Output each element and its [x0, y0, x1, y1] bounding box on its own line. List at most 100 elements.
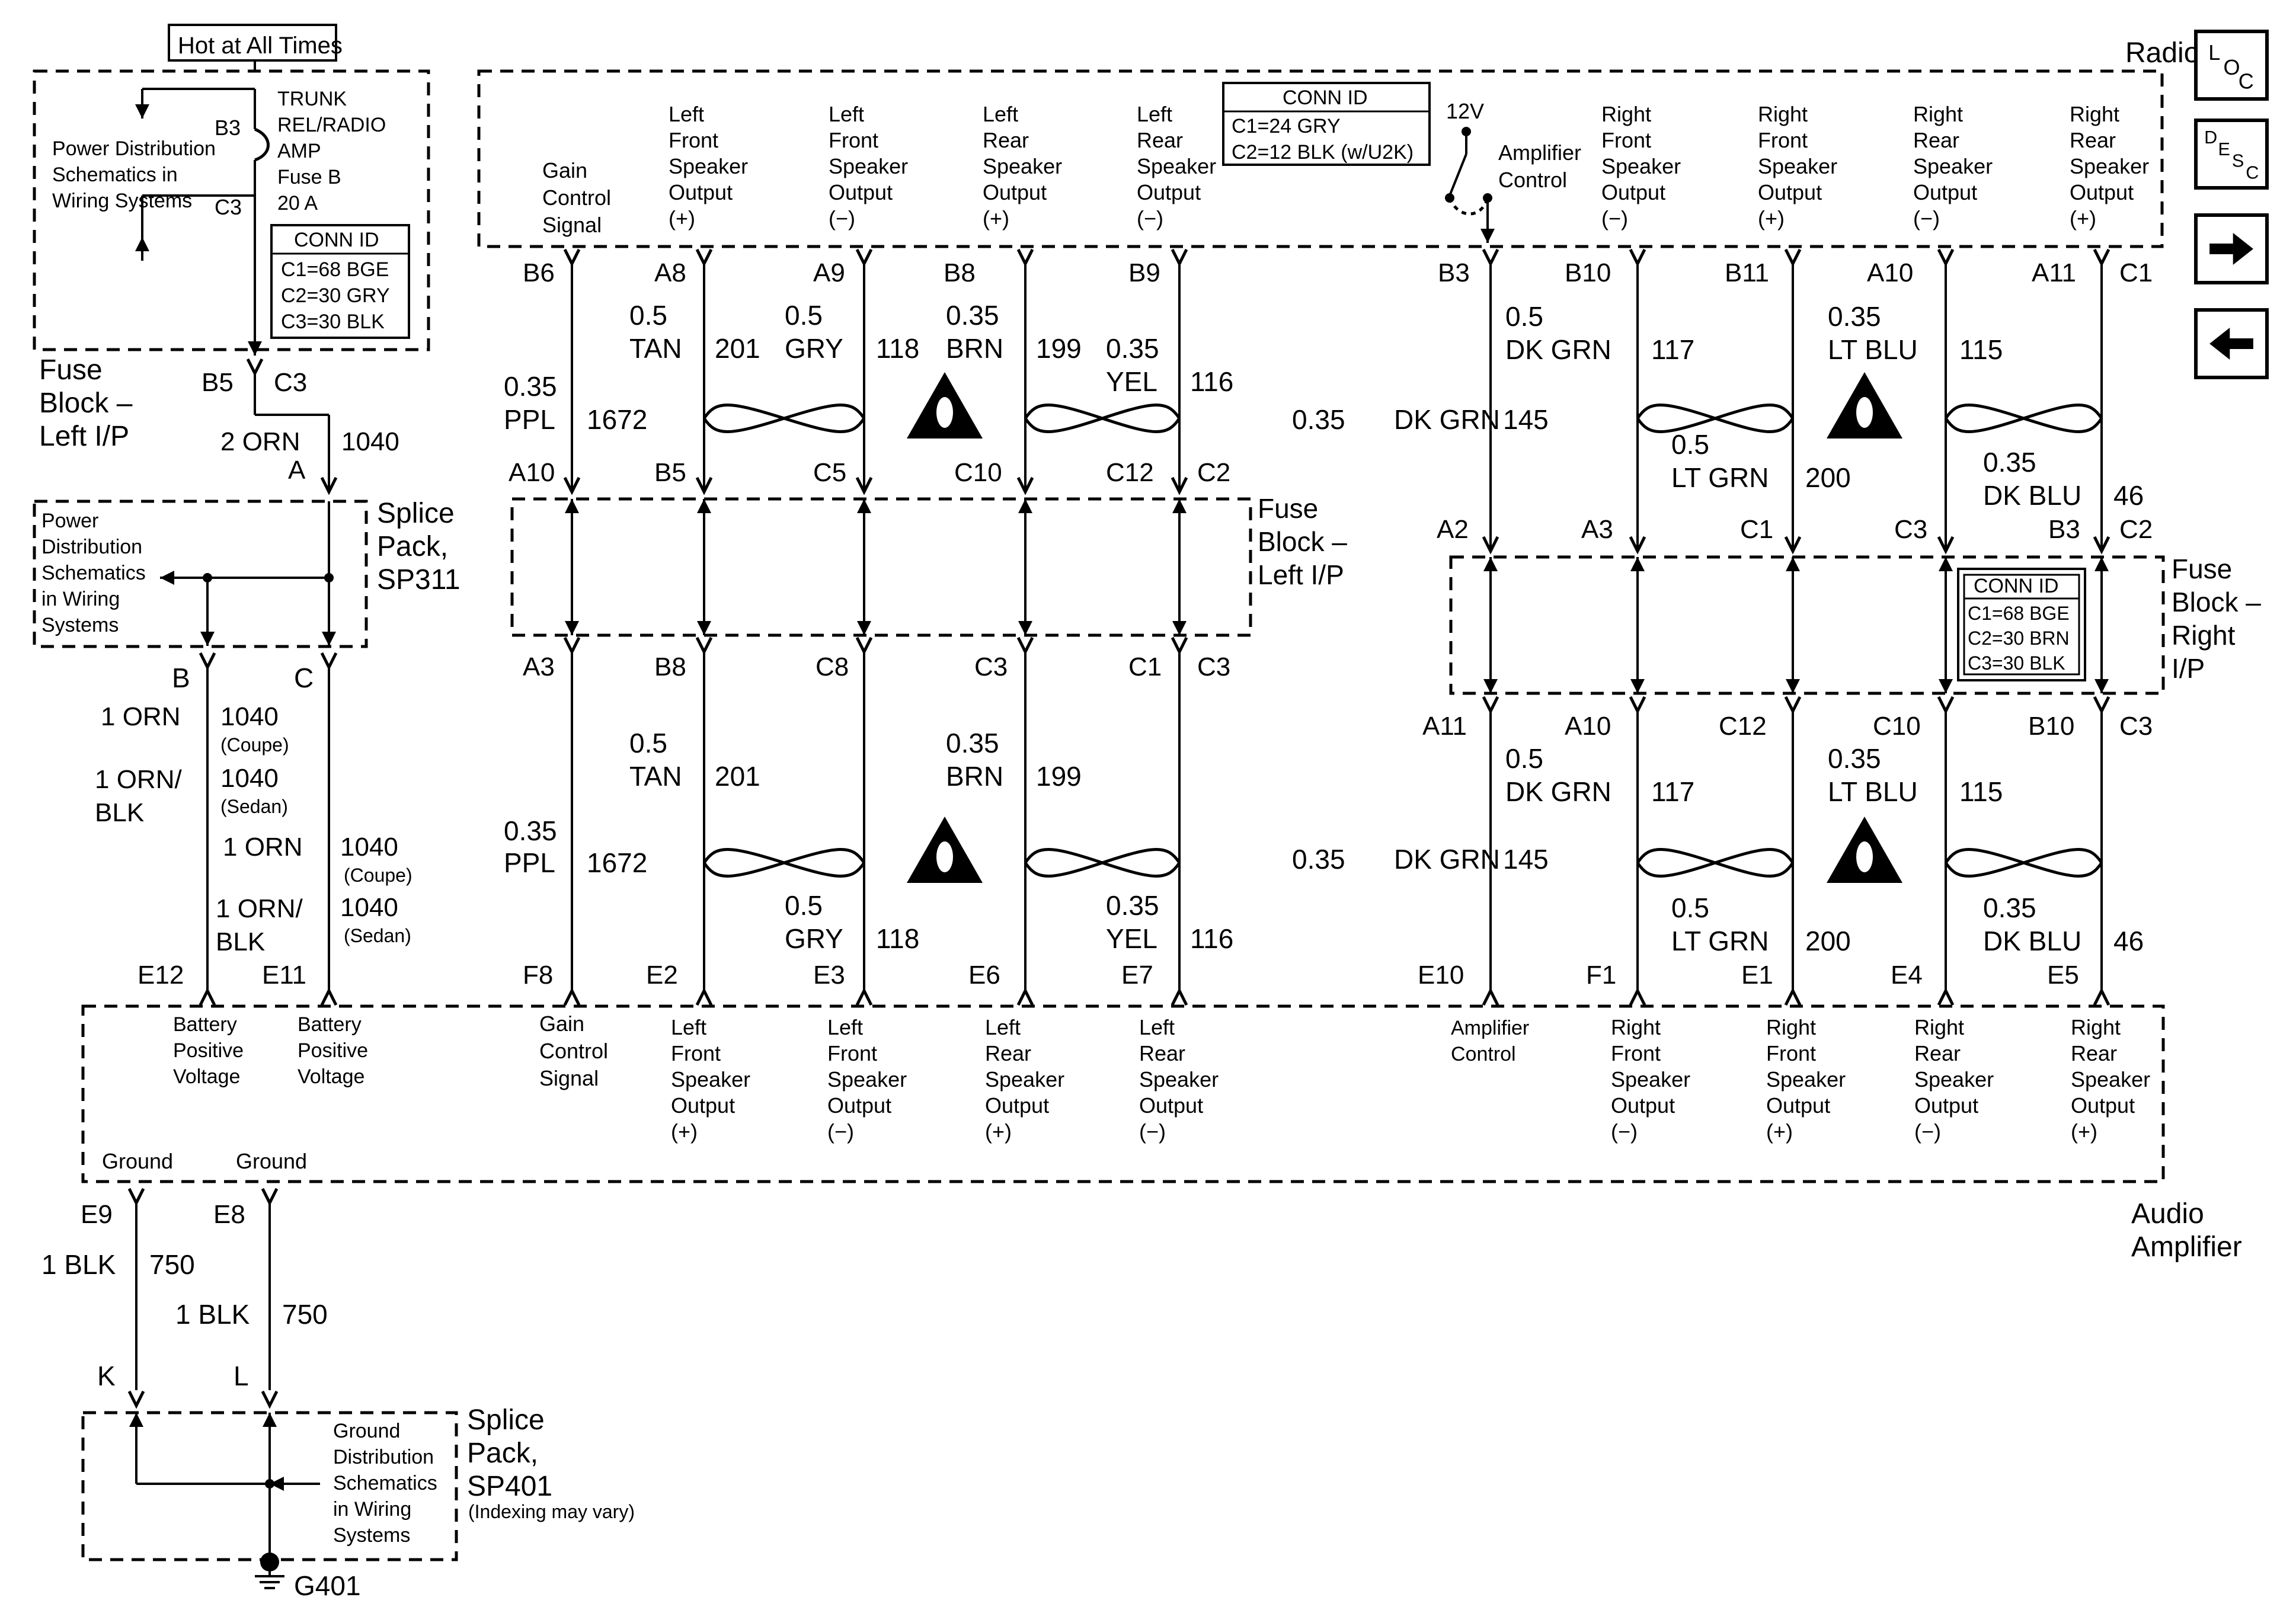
connector-fork: [2093, 248, 2110, 267]
radio-output-label: Speaker: [1137, 154, 1216, 178]
warning-icon-dot: [1861, 429, 1868, 436]
amp-output-label: (+): [671, 1119, 698, 1144]
amp-output-label: Left: [827, 1015, 863, 1039]
radio-output-label: Rear: [983, 128, 1029, 152]
pin-label: C3: [2119, 712, 2153, 741]
splice-dot: [265, 1479, 274, 1489]
wire-option: (Coupe): [220, 734, 289, 756]
location-button[interactable]: L O C: [2194, 30, 2269, 101]
wire-gauge: 0.5: [785, 300, 823, 331]
sp311-text: Power: [41, 510, 98, 532]
wire-number: 115: [1959, 776, 2003, 807]
connector-fork: [199, 652, 216, 671]
next-page-button[interactable]: [2194, 213, 2269, 284]
wire-color: LT GRN: [1671, 926, 1769, 956]
switch-blade: [1448, 153, 1467, 196]
amp-output-label: (+): [985, 1119, 1012, 1144]
warning-icon-mark: [1856, 841, 1873, 872]
radio-label: Radio: [2125, 37, 2199, 69]
wire-color: DK GRN: [1394, 404, 1500, 435]
fuse-block-right-ip-label: Block –: [2172, 587, 2261, 617]
pin-label: E1: [1741, 961, 1773, 990]
connector-fork: [1016, 636, 1034, 655]
wire-number: 750: [282, 1299, 328, 1330]
radio-amp-control-label: Amplifier: [1498, 140, 1581, 165]
wire-color: 1 ORN/: [95, 765, 182, 794]
sp311-text: Systems: [41, 614, 119, 636]
amp-gain-label: Gain: [539, 1012, 584, 1036]
power-distribution-text: Schematics in: [52, 164, 178, 186]
prev-page-button[interactable]: [2194, 308, 2269, 379]
fuse-b-text: TRUNK: [277, 88, 347, 110]
amp-output-label: Front: [827, 1041, 877, 1065]
wire-gauge: 0.35: [1106, 890, 1159, 921]
wire-gauge: 0.35: [1292, 844, 1345, 875]
amp-output-label: Speaker: [1766, 1067, 1846, 1092]
radio-output-label: Left: [1137, 102, 1172, 126]
pin-label: C2: [1197, 458, 1230, 487]
warning-icon-mark: [1856, 397, 1873, 428]
splice-pack-sp401-label: SP401: [467, 1471, 552, 1502]
pin-label: C1: [1740, 515, 1773, 544]
conn-id-line: C2=12 BLK (w/U2K): [1232, 141, 1414, 164]
connector-fork: [127, 1188, 145, 1206]
amp-output-label: Left: [671, 1015, 706, 1039]
desc-d: D: [2204, 127, 2217, 148]
radio-output-label: Output: [1601, 180, 1665, 204]
pin-label: A9: [813, 258, 845, 287]
radio-output-label: (+): [983, 206, 1009, 231]
wire-number: 1040: [340, 893, 398, 922]
conn-id-line: C3=30 BLK: [1968, 652, 2065, 674]
radio-output-label: Speaker: [1913, 154, 1993, 178]
pin-label: A2: [1437, 515, 1469, 544]
pin-label: C10: [954, 458, 1002, 487]
wire-number: 1040: [220, 702, 279, 731]
wire-color: LT BLU: [1828, 776, 1918, 807]
conn-id-line: C2=30 BRN: [1968, 628, 2070, 649]
twisted-pair: [1024, 848, 1181, 878]
wire-gauge: 0.5: [1505, 301, 1543, 332]
pin-label: E6: [968, 961, 1000, 990]
description-button[interactable]: D E S C: [2194, 119, 2269, 190]
radio-output-label: Right: [1758, 102, 1808, 126]
fuse-block-left-ip-label: Block –: [1258, 526, 1347, 557]
radio-output-label: Front: [829, 128, 878, 152]
radio-output-label: Front: [669, 128, 718, 152]
sp311-text: Distribution: [41, 536, 142, 558]
wire-gauge: 0.5: [785, 890, 823, 921]
radio-output-label: (+): [1758, 206, 1785, 231]
loc-c: C: [2239, 69, 2254, 94]
conn-id-title: CONN ID: [294, 229, 379, 251]
twisted-pair: [1944, 848, 2103, 878]
amp-control-label: Control: [1451, 1043, 1516, 1065]
wire-color: DK BLU: [1983, 926, 2081, 956]
conn-id-line: C1=68 BGE: [1968, 603, 2070, 624]
wire-color: 2 ORN: [220, 427, 300, 456]
connector-fork: [2093, 987, 2110, 1006]
radio-output-label: Left: [669, 102, 704, 126]
wire-number: 116: [1190, 366, 1233, 397]
radio-output-label: Speaker: [1601, 154, 1681, 178]
wire-gauge: 0.35: [1292, 404, 1345, 435]
wire-number: 118: [876, 333, 919, 364]
radio-output-label: Output: [2070, 180, 2134, 204]
right-conn-id-inner: [1963, 574, 2080, 676]
pin-label: C3: [974, 652, 1008, 681]
amp-battery-label: Voltage: [298, 1065, 364, 1088]
wire-gauge: 0.35: [1106, 333, 1159, 364]
wire-option: (Sedan): [344, 925, 411, 946]
connector-fork: [1784, 987, 1802, 1006]
amp-output-label: Right: [1766, 1015, 1816, 1039]
connector-fork: [320, 652, 338, 671]
pin-label: B3: [2048, 515, 2080, 544]
radio-amp-control-label: Control: [1498, 168, 1567, 192]
wire-number: 1040: [341, 427, 399, 456]
wire-color: BRN: [946, 761, 1003, 792]
radio-output-label: Output: [1913, 180, 1977, 204]
pin-label: F1: [1586, 961, 1616, 990]
power-distribution-text: Power Distribution: [52, 137, 216, 160]
pin-c3: C3: [274, 368, 307, 397]
pin-label: F8: [523, 961, 553, 990]
fuse-block-left-ip-label: Block –: [39, 388, 133, 419]
amp-battery-label: Positive: [298, 1039, 368, 1062]
